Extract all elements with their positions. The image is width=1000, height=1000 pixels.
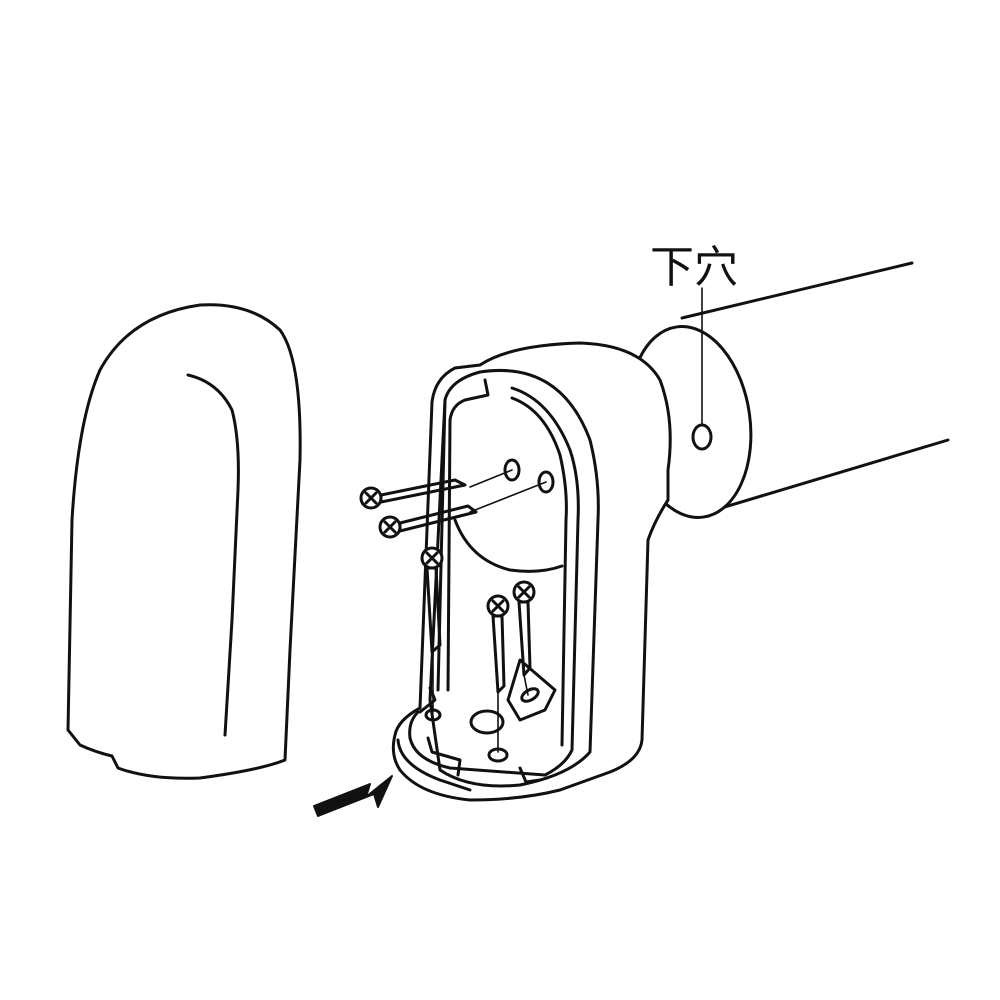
pilot-hole-label: 下穴: [650, 242, 738, 293]
wood-screw: [512, 580, 536, 696]
wood-screw: [420, 546, 444, 713]
wood-screw: [378, 504, 478, 539]
bracket-base: [391, 341, 672, 802]
cap-cover: [66, 303, 302, 780]
direction-arrow: [313, 775, 393, 817]
wood-screw: [486, 594, 510, 753]
wood-screw: [359, 478, 467, 510]
